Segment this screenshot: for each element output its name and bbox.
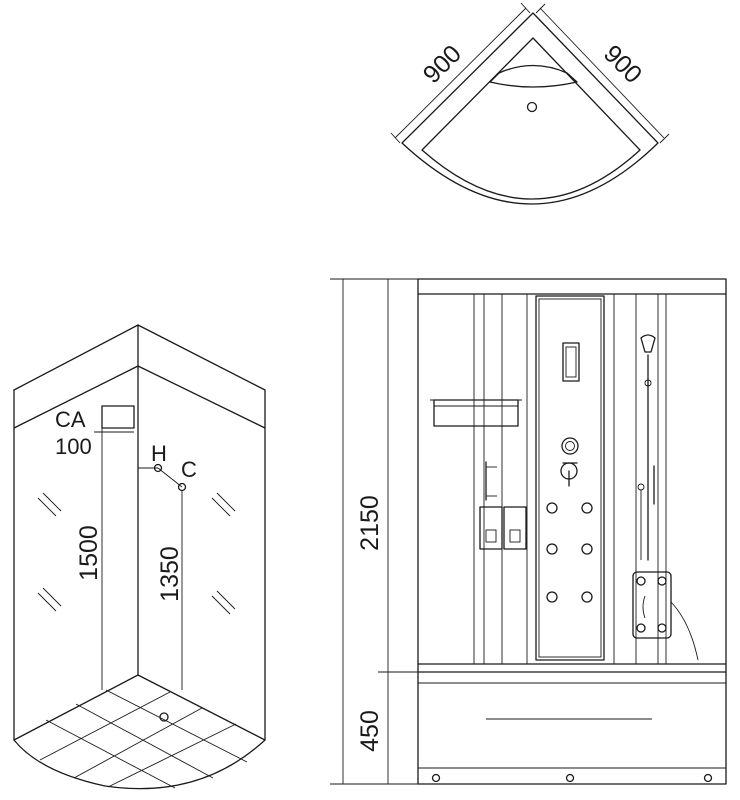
front-display-inner xyxy=(565,346,577,378)
iso-floor-outline xyxy=(13,674,266,790)
iso-glass-reflection xyxy=(216,590,236,610)
iso-valve-pipe xyxy=(157,467,183,488)
plan-width-right: 900 xyxy=(598,40,647,89)
front-plate-grille xyxy=(642,595,646,619)
front-frame xyxy=(417,278,727,785)
front-foot xyxy=(565,773,575,783)
plan-dim-tick xyxy=(535,3,546,14)
plan-inner-tray xyxy=(421,37,641,200)
iso-floor-grid xyxy=(45,719,176,789)
front-hand-shower-head xyxy=(640,334,656,353)
iso-label-ca: CA xyxy=(55,407,86,432)
front-soap-dispenser xyxy=(479,506,503,550)
iso-glass-reflection xyxy=(216,492,236,512)
plan-outer-outline xyxy=(401,12,659,205)
front-jet xyxy=(581,591,593,603)
front-knob-inner xyxy=(565,441,575,451)
iso-floor-grid xyxy=(107,723,237,788)
plan-view: 900 900 xyxy=(390,2,670,205)
iso-ca-box xyxy=(101,405,135,429)
iso-hot-inlet xyxy=(153,463,163,473)
front-plate-screw xyxy=(657,623,667,633)
front-rail-bracket xyxy=(644,379,652,387)
iso-glass-reflection xyxy=(211,497,231,517)
plan-dim-tick xyxy=(390,132,401,144)
front-foot xyxy=(703,773,713,783)
front-shelf xyxy=(433,399,519,427)
plan-width-left: 900 xyxy=(418,40,467,89)
iso-cold-inlet xyxy=(177,482,187,492)
front-dispenser-button xyxy=(509,529,521,543)
front-foot xyxy=(431,773,441,783)
plan-dim-line-left xyxy=(394,7,527,139)
front-dim-total-height: 2150 xyxy=(356,495,384,551)
isometric-view: CA 100 1500 H C 1350 xyxy=(13,324,266,790)
iso-floor-grid xyxy=(75,703,214,779)
front-plate-screw xyxy=(636,623,646,633)
front-jet xyxy=(546,591,558,603)
front-dim-tray-height: 450 xyxy=(356,710,384,752)
iso-glass-reflection xyxy=(37,497,57,517)
iso-roof-top xyxy=(13,324,266,391)
front-jet xyxy=(546,502,558,514)
front-dispenser-button xyxy=(485,529,497,543)
iso-glass-reflection xyxy=(42,587,62,607)
iso-floor-grid xyxy=(105,689,248,763)
plan-drain xyxy=(526,101,538,113)
front-view: 2150 450 xyxy=(330,278,727,785)
iso-roof-front xyxy=(13,365,266,429)
iso-dim-ca-level: 1500 xyxy=(75,525,103,581)
front-plate-screw xyxy=(636,576,646,586)
iso-floor-grid xyxy=(73,707,203,779)
iso-floor-grid xyxy=(39,691,171,761)
front-soap-dispenser xyxy=(503,506,527,550)
iso-glass-reflection xyxy=(42,492,62,512)
front-jet xyxy=(546,543,558,555)
front-control-column xyxy=(535,295,605,661)
plan-dim-tick xyxy=(520,2,531,14)
iso-dim-valve-level: 1350 xyxy=(156,546,184,602)
iso-dim-ca-height: 100 xyxy=(55,434,92,459)
iso-glass-reflection xyxy=(37,592,57,612)
front-door-arc xyxy=(670,601,699,661)
front-speaker-plate xyxy=(632,571,672,639)
plan-corner-seat xyxy=(489,64,578,88)
iso-label-hot: H xyxy=(151,441,167,466)
front-rail-slider xyxy=(637,483,645,491)
front-control-display xyxy=(562,342,580,382)
front-plate-screw xyxy=(657,576,667,586)
front-jet xyxy=(581,502,593,514)
plan-dim-line-right xyxy=(539,7,665,139)
plan-dim-tick xyxy=(659,133,670,144)
front-column-inner xyxy=(538,298,602,658)
iso-floor-drain xyxy=(159,712,169,722)
iso-glass-reflection xyxy=(211,595,231,615)
front-diverter-knob xyxy=(561,437,579,455)
iso-label-cold: C xyxy=(181,457,197,482)
front-jet xyxy=(581,543,593,555)
